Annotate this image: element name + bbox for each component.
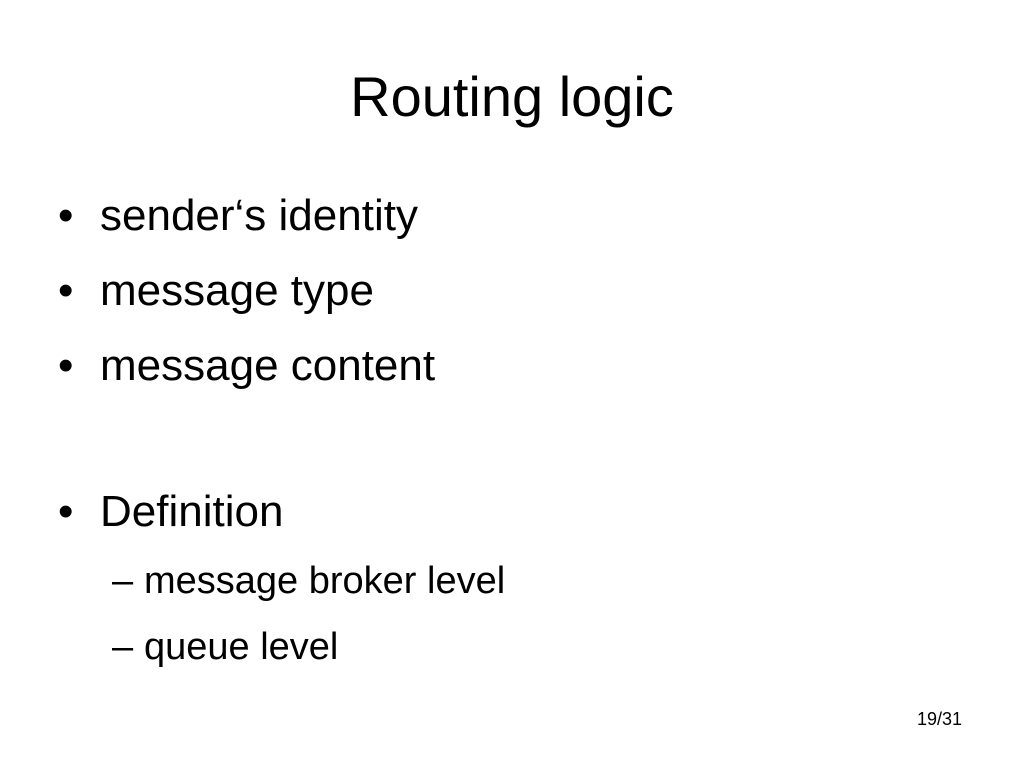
sub-bullet-marker: – bbox=[112, 560, 134, 602]
bullet-item: • message content bbox=[58, 340, 435, 392]
bullet-text: Definition bbox=[100, 487, 284, 536]
bullet-text: sender‘s identity bbox=[100, 191, 418, 240]
page-number: 19/31 bbox=[916, 709, 962, 729]
sub-bullet-item: –queue level bbox=[112, 624, 338, 670]
sub-bullet-marker: – bbox=[112, 626, 134, 668]
bullet-marker: • bbox=[58, 266, 74, 315]
bullet-text: message content bbox=[100, 341, 436, 390]
sub-bullet-item: –message broker level bbox=[112, 558, 505, 604]
bullet-item: • message type bbox=[58, 265, 374, 317]
bullet-item: • Definition bbox=[58, 486, 283, 538]
bullet-marker: • bbox=[58, 191, 74, 240]
bullet-item: • sender‘s identity bbox=[58, 190, 418, 242]
bullet-marker: • bbox=[58, 487, 74, 536]
slide-title: Routing logic bbox=[350, 65, 674, 128]
sub-bullet-text: message broker level bbox=[144, 560, 506, 602]
sub-bullet-text: queue level bbox=[144, 626, 339, 668]
bullet-marker: • bbox=[58, 341, 74, 390]
bullet-text: message type bbox=[100, 266, 374, 315]
